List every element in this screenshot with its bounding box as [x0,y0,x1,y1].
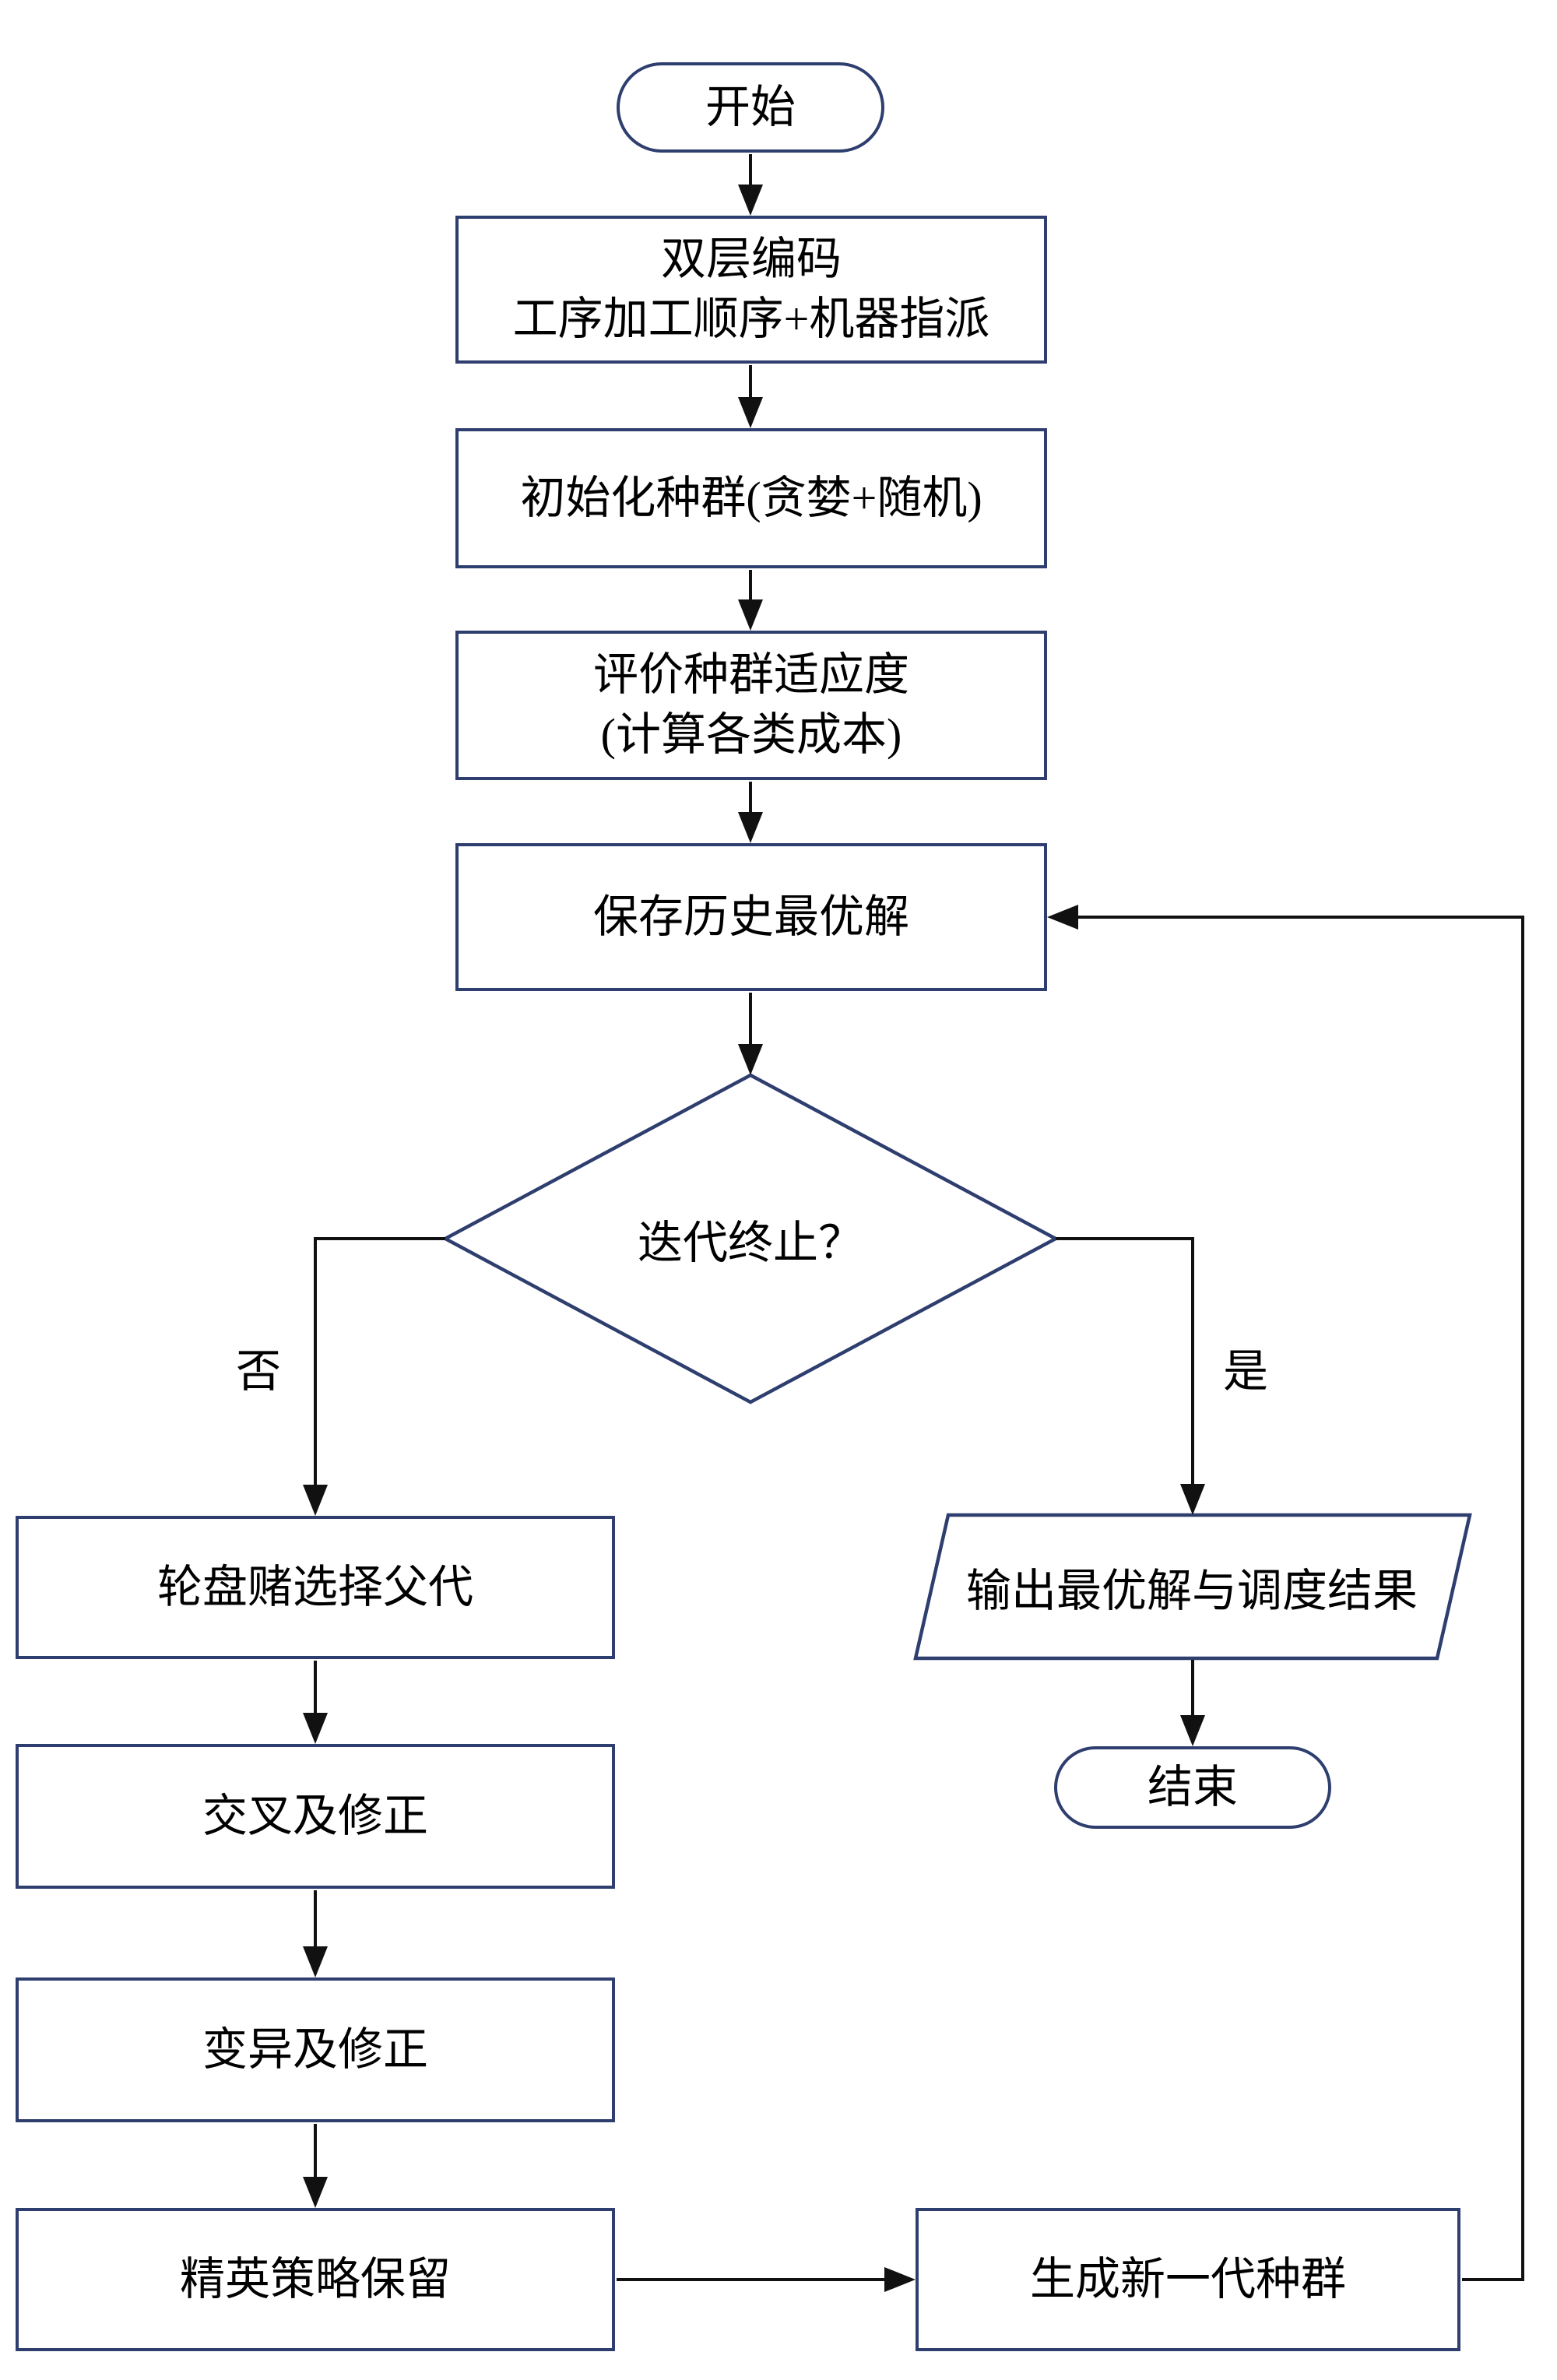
node-mutation: 变异及修正 [16,1977,615,2122]
node-crossover: 交叉及修正 [16,1744,615,1889]
node-evaluate-fitness-line1: 评价种群适应度 [592,649,909,701]
edge-label-yes-text: 是 [1222,1346,1268,1397]
edge-decision-no-to-roulette [303,1237,445,1516]
node-roulette-selection-label: 轮盘赌选择父代 [156,1561,473,1612]
node-init-population-label: 初始化种群(贪婪+随机) [520,472,982,523]
edge-label-no: 否 [212,1333,305,1401]
node-end: 结束 [1054,1746,1331,1829]
node-mutation-label: 变异及修正 [202,2023,428,2075]
node-save-best: 保存历史最优解 [455,843,1047,991]
node-roulette-selection: 轮盘赌选择父代 [16,1516,615,1659]
decision-label-text: 迭代终止？ [637,1218,863,1268]
node-new-generation: 生成新一代种群 [916,2208,1460,2351]
edge-newgeneration-loop-to-savebest [1047,905,1524,2281]
node-encode: 双层编码 工序加工顺序+机器指派 [455,216,1047,364]
node-evaluate-fitness-line2: (计算各类成本) [600,709,902,760]
output-parallelogram-shape [913,1513,1472,1661]
node-start-label: 开始 [705,81,796,132]
node-output-label: 输出最优解与调度结果 [923,1551,1460,1622]
node-encode-label-line2: 工序加工顺序+机器指派 [512,294,990,344]
edge-label-yes: 是 [1199,1333,1292,1401]
node-encode-label-line1: 双层编码 [660,234,842,285]
node-end-label: 结束 [1147,1761,1238,1812]
node-decision-label: 迭代终止？ [478,1204,1023,1274]
output-label-text: 输出最优解与调度结果 [965,1566,1418,1616]
node-elite-strategy: 精英策略保留 [16,2208,615,2351]
node-evaluate-fitness: 评价种群适应度 (计算各类成本) [455,631,1047,780]
node-crossover-label: 交叉及修正 [202,1790,428,1841]
edge-decision-yes-to-output [1056,1237,1205,1515]
decision-diamond-shape [441,1073,1060,1404]
node-start: 开始 [617,62,884,153]
node-save-best-label: 保存历史最优解 [592,891,909,942]
node-new-generation-label: 生成新一代种群 [1029,2253,1346,2304]
node-init-population: 初始化种群(贪婪+随机) [455,428,1047,568]
edge-label-no-text: 否 [235,1346,281,1397]
node-elite-strategy-label: 精英策略保留 [179,2253,451,2304]
